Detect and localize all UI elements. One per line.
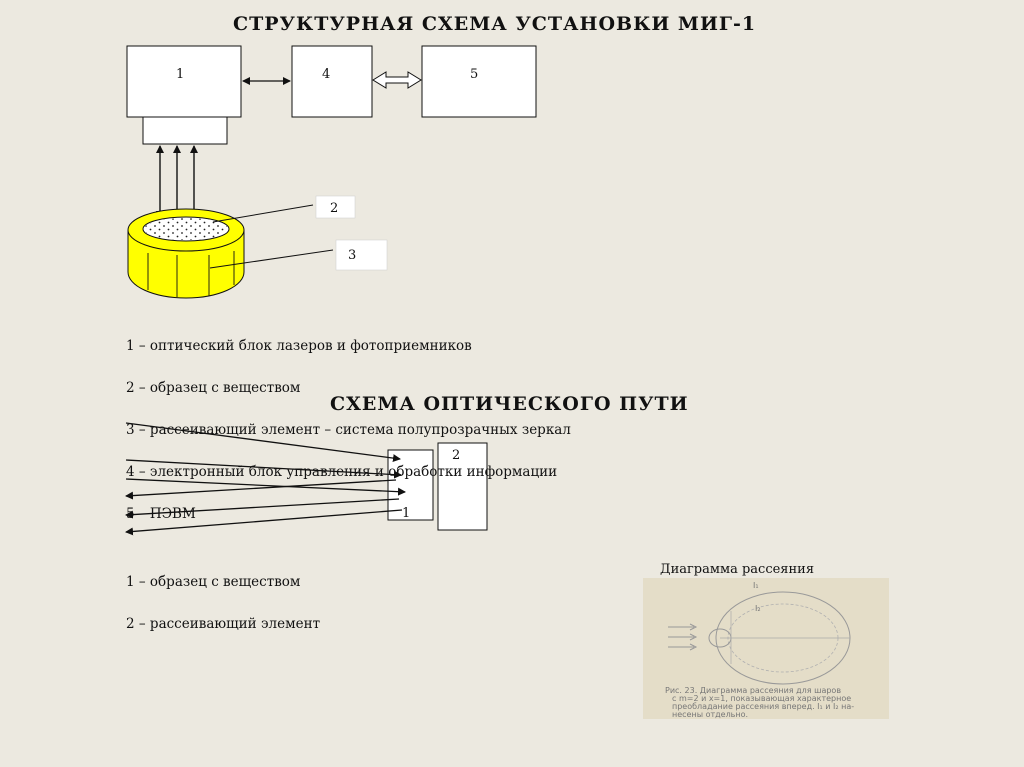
figure-label-i1: I₁ [753,581,759,590]
optical-2-label: 2 [452,448,460,463]
legend-item: 1 – оптический блок лазеров и фотоприемн… [126,338,472,354]
optical-title: СХЕМА ОПТИЧЕСКОГО ПУТИ [330,393,689,415]
incoming-beam-2 [125,459,402,479]
outgoing-beam-2 [125,498,400,519]
structure-legend: 1 – оптический блок лазеров и фотоприемн… [126,311,571,535]
optical-scatter-box [437,442,488,531]
legend-item: 5 – ПЭВМ [126,506,196,522]
figure-caption-line-2: с m=2 и x=1, показывающая характерное [672,694,851,703]
scattering-diagram-figure: I₁ I₂ Рис. 23. Диаграмма рассеяния для ш… [643,578,889,719]
block-optical-unit-base [142,116,228,145]
block-pc [421,45,537,118]
incoming-beam-3 [125,478,406,496]
sample-dots [144,218,228,240]
incoming-beam-1 [125,422,401,463]
figure-caption-line-1: Рис. 23. Диаграмма рассеяния для шаров [665,686,841,695]
legend-item: 2 – образец с веществом [126,380,301,396]
figure-caption-line-4: несены отдельно. [672,710,748,719]
figure-caption-line-3: преобладание рассеяния вперед. I₁ и I₂ н… [672,702,854,711]
callout-2-label: 2 [330,201,338,216]
optical-1-label: 1 [402,506,410,521]
callout-line-3 [209,249,334,269]
scattering-diagram-caption: Диаграмма рассеяния [660,562,815,577]
block-4-label: 4 [322,67,330,82]
legend-item: 4 – электронный блок управления и обрабо… [126,464,558,480]
structure-title: СТРУКТУРНАЯ СХЕМА УСТАНОВКИ МИГ-1 [233,13,757,35]
callout-line-2 [212,204,314,223]
legend-item: 2 – рассеивающий элемент [126,616,321,632]
block-1-label: 1 [176,67,184,82]
legend-item: 1 – образец с веществом [126,574,301,590]
block-optical-unit [126,45,242,118]
outgoing-beam-1 [125,479,397,500]
optical-legend: 1 – образец с веществом 2 – рассеивающий… [126,547,320,645]
callout-3-label: 3 [348,248,356,263]
link-arrow-4-5 [372,71,422,89]
callout-box-2 [315,195,356,219]
legend-item: 3 – рассеивающий элемент – система полуп… [126,422,571,438]
outgoing-beam-3 [125,509,403,536]
figure-label-i2: I₂ [755,604,761,613]
callout-box-3 [335,239,388,271]
block-5-label: 5 [470,67,478,82]
block-electronic-unit [291,45,373,118]
